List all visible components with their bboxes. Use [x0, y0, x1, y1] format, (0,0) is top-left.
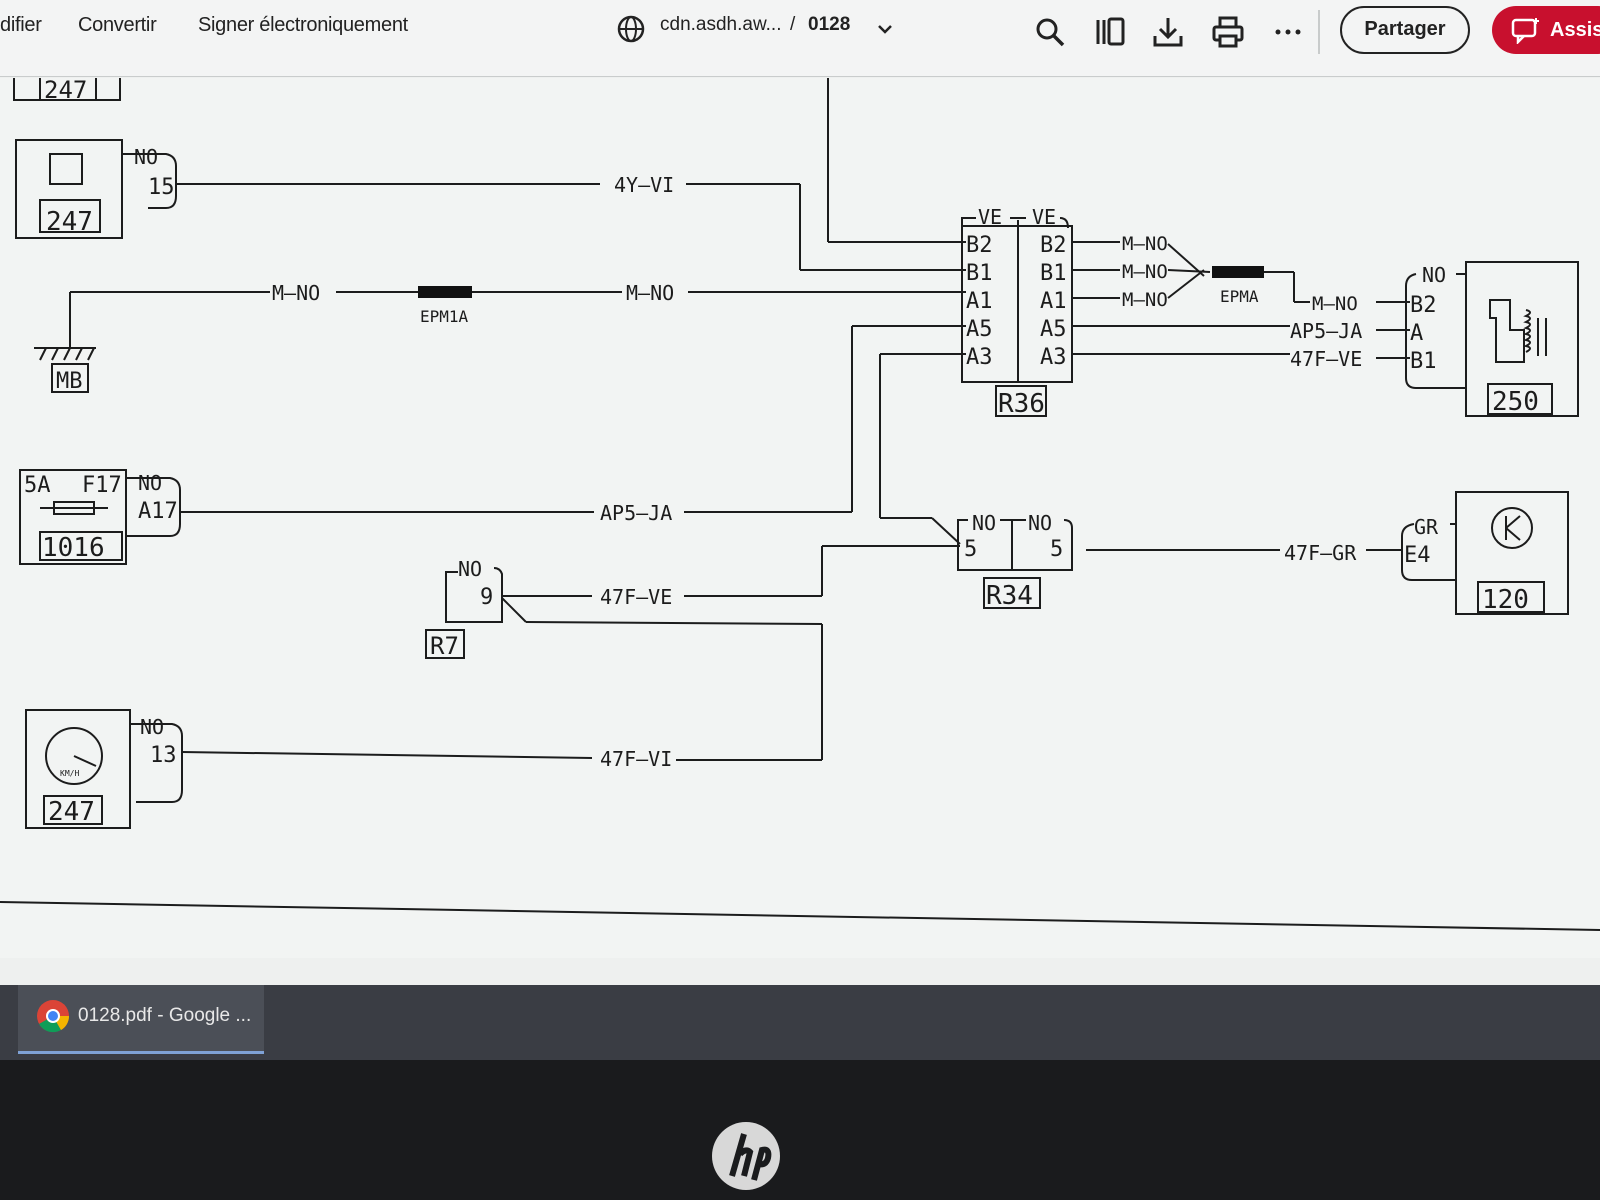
wire-47f-ve-1: 47F—VE — [600, 585, 672, 609]
r36-left-b2: B2 — [966, 233, 993, 258]
r36-left-a1: A1 — [966, 289, 993, 314]
wire-ap5-ja-2: AP5—JA — [1290, 319, 1362, 343]
pin-r34-right: 5 — [1050, 537, 1063, 562]
label-120: 120 — [1482, 585, 1529, 615]
assistant-label: Assis — [1550, 19, 1600, 41]
taskbar: 0128.pdf - Google ... — [0, 985, 1600, 1060]
pin-250-a: A — [1410, 321, 1423, 346]
download-icon[interactable] — [1150, 14, 1186, 50]
pin-r34-left: 5 — [964, 537, 977, 562]
r36-right-b2: B2 — [1040, 233, 1067, 258]
label-r7: R7 — [430, 632, 459, 660]
label-250: 250 — [1492, 387, 1539, 417]
share-button[interactable]: Partager — [1340, 6, 1470, 54]
pin-9: 9 — [480, 585, 493, 610]
wire-ap5-ja-1: AP5—JA — [600, 501, 672, 525]
laptop-screen: difier Convertir Signer électroniquement… — [0, 0, 1600, 1060]
conn-no-9: NO — [458, 557, 482, 581]
r36-right-a5: A5 — [1040, 317, 1067, 342]
wiring-diagram: 247 247 MB 5A F17 1016 R7 247 KM/H R36 R… — [0, 73, 1600, 931]
conn-no-250: NO — [1422, 263, 1446, 287]
wire-m-no-r1: M—NO — [1122, 233, 1168, 255]
wire-m-no-r3: M—NO — [1122, 289, 1168, 311]
search-icon[interactable] — [1032, 14, 1068, 50]
wire-47f-ve-2: 47F—VE — [1290, 347, 1362, 371]
pin-120-e4: E4 — [1404, 543, 1431, 568]
path-separator: / — [790, 14, 795, 35]
label-247-top: 247 — [44, 78, 87, 104]
chrome-icon — [37, 1000, 70, 1033]
pdf-toolbar: difier Convertir Signer électroniquement… — [0, 0, 1600, 77]
print-icon[interactable] — [1210, 14, 1246, 50]
conn-no-r34-right: NO — [1028, 511, 1052, 535]
toolbar-divider — [1318, 10, 1320, 54]
r36-left-a5: A5 — [966, 317, 993, 342]
conn-no-15: NO — [134, 145, 158, 169]
wire-47f-vi: 47F—VI — [600, 747, 672, 771]
r36-right-a3: A3 — [1040, 345, 1067, 370]
page-number[interactable]: 0128 — [808, 14, 851, 35]
pages-icon[interactable] — [1092, 14, 1128, 50]
taskbar-item-chrome[interactable]: 0128.pdf - Google ... — [18, 985, 264, 1054]
more-icon[interactable] — [1270, 14, 1306, 50]
splice-epma — [1212, 266, 1264, 278]
label-mb: MB — [56, 369, 83, 394]
conn-no-r34-left: NO — [972, 511, 996, 535]
label-epma: EPMA — [1220, 287, 1259, 306]
conn-ve-left: VE — [978, 205, 1002, 229]
label-epm1a: EPM1A — [420, 307, 469, 326]
r36-right-b1: B1 — [1040, 261, 1067, 286]
pin-a17: A17 — [138, 499, 178, 524]
label-247-clock: 247 — [46, 207, 93, 237]
wire-m-no-2: M—NO — [626, 281, 674, 305]
pin-15: 15 — [148, 175, 175, 200]
pin-250-b1: B1 — [1410, 349, 1437, 374]
label-fuse-amp: 5A — [24, 473, 51, 498]
splice-epm1a — [418, 286, 472, 298]
label-1016: 1016 — [42, 533, 105, 563]
wire-4y-vi: 4Y—VI — [614, 173, 674, 197]
taskbar-item-label: 0128.pdf - Google ... — [78, 1005, 252, 1026]
r36-left-a3: A3 — [966, 345, 993, 370]
wire-47f-gr: 47F—GR — [1284, 541, 1357, 565]
url-text[interactable]: cdn.asdh.aw... — [660, 14, 782, 35]
assistant-icon — [1511, 18, 1539, 44]
conn-no-a17: NO — [138, 471, 162, 495]
pin-13: 13 — [150, 743, 177, 768]
wire-m-no-r2: M—NO — [1122, 261, 1168, 283]
hp-logo-icon — [712, 1122, 780, 1190]
pdf-page: 247 247 MB 5A F17 1016 R7 247 KM/H R36 R… — [0, 73, 1600, 958]
conn-gr-120: GR — [1414, 515, 1439, 539]
label-speedo-unit: KM/H — [60, 769, 79, 778]
assistant-button[interactable]: Assis — [1492, 6, 1600, 54]
wire-m-no-1: M—NO — [272, 281, 320, 305]
pin-250-b2: B2 — [1410, 293, 1437, 318]
label-fuse-id: F17 — [82, 473, 122, 498]
menu-modifier[interactable]: difier — [0, 14, 42, 36]
menu-signer[interactable]: Signer électroniquement — [198, 14, 408, 36]
menu-convertir[interactable]: Convertir — [78, 14, 157, 36]
chevron-down-icon[interactable] — [874, 18, 896, 40]
wire-m-no-r4: M—NO — [1312, 293, 1358, 315]
globe-icon — [617, 15, 645, 43]
r36-left-b1: B1 — [966, 261, 993, 286]
conn-no-13: NO — [140, 715, 164, 739]
r36-right-a1: A1 — [1040, 289, 1067, 314]
label-r36: R36 — [998, 389, 1045, 419]
label-r34: R34 — [986, 581, 1033, 611]
label-247-speedo: 247 — [48, 797, 95, 827]
conn-ve-right: VE — [1032, 205, 1056, 229]
